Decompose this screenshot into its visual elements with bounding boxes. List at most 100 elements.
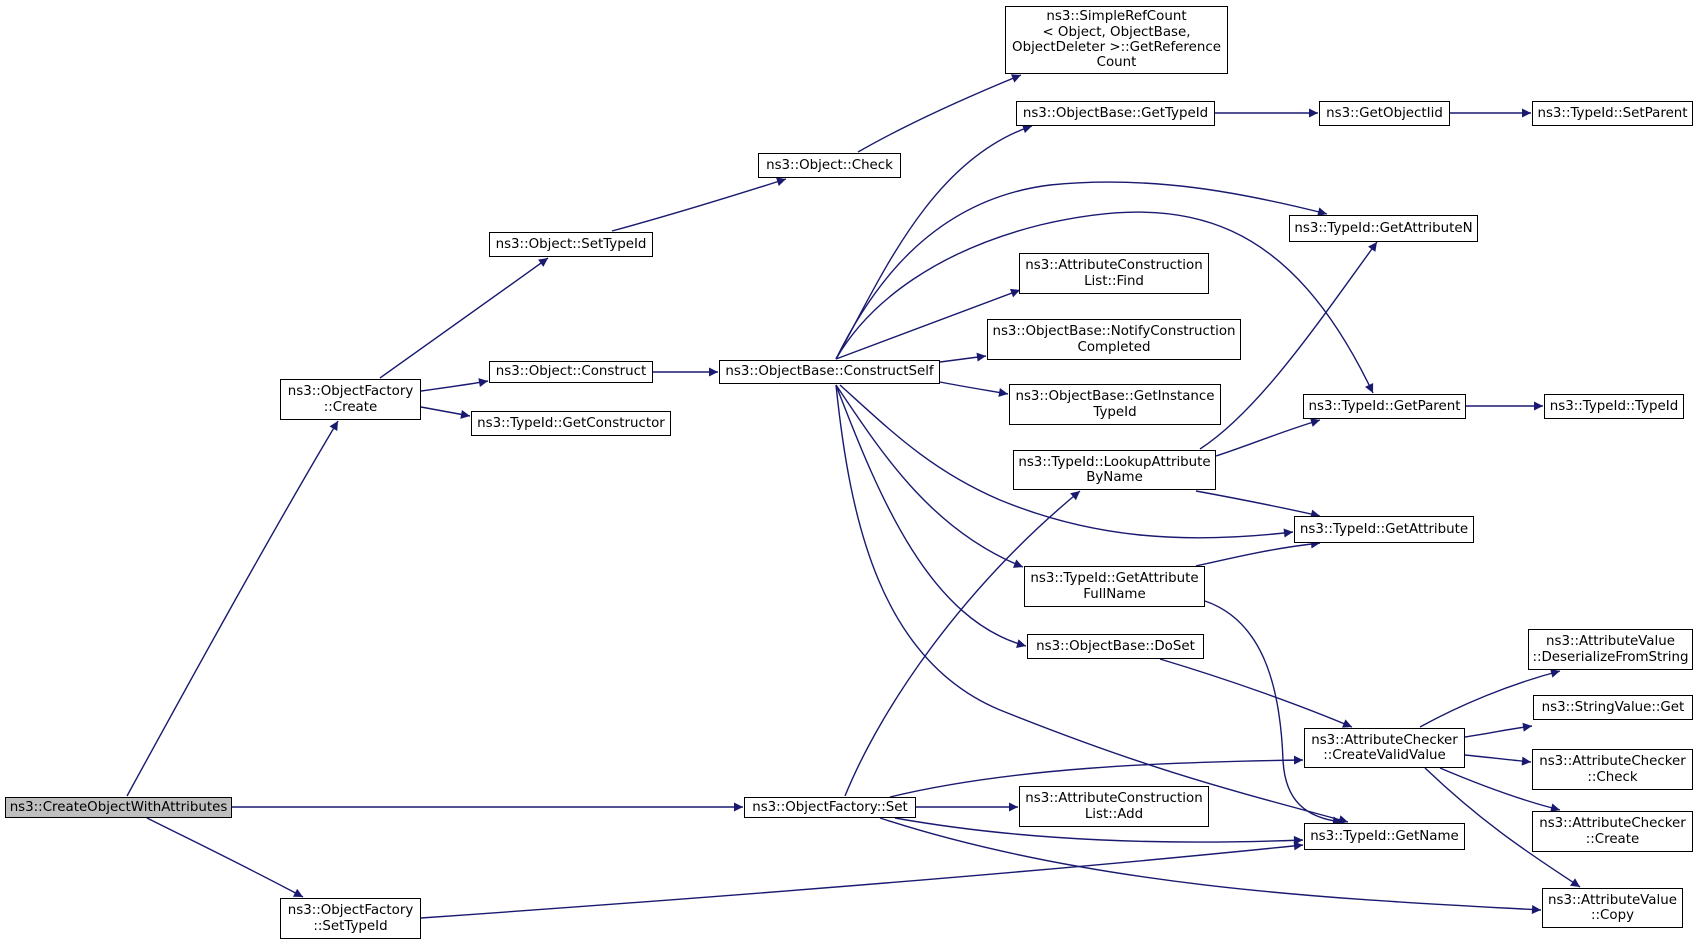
node-label-line: ns3::AttributeChecker — [1311, 732, 1458, 748]
edge-type-id-get-attribute-full-name-to-type-id-get-attribute — [1195, 539, 1321, 567]
edge-attribute-checker-create-valid-value-to-attribute-value-deserialize-from-string — [1419, 668, 1561, 728]
node-label-line: ::SetTypeId — [313, 918, 388, 934]
node-label-line: ::CreateValidValue — [1323, 748, 1446, 763]
node-label-line: ns3::TypeId::GetAttribute — [1299, 521, 1469, 537]
node-object-factory-set[interactable]: ns3::ObjectFactory::Set — [744, 797, 916, 818]
edge-attribute-checker-create-valid-value-to-attribute-checker-create — [1439, 767, 1561, 813]
node-object-factory-set-type-id[interactable]: ns3::ObjectFactory::SetTypeId — [280, 898, 421, 939]
node-label-line: ns3::TypeId::LookupAttribute — [1018, 454, 1211, 470]
node-label-line: ns3::TypeId::TypeId — [1549, 398, 1679, 414]
node-label-line: ns3::ObjectFactory — [287, 384, 414, 400]
node-label-line: ObjectDeleter >::GetReference — [1012, 40, 1221, 55]
node-label-line: ns3::CreateObjectWithAttributes — [9, 799, 228, 815]
node-attribute-checker-create[interactable]: ns3::AttributeChecker::Create — [1532, 811, 1693, 852]
node-attribute-value-copy[interactable]: ns3::AttributeValue::Copy — [1542, 888, 1683, 928]
edge-object-factory-create-to-object-set-type-id — [379, 257, 549, 379]
edge-object-base-construct-self-to-type-id-get-name — [835, 384, 1349, 824]
node-simple-ref-count-get-reference-count[interactable]: ns3::SimpleRefCount< Object, ObjectBase,… — [1005, 6, 1228, 74]
node-label-line: ::Create — [323, 399, 378, 415]
node-label-line: < Object, ObjectBase, — [1042, 24, 1191, 40]
node-type-id-get-attribute[interactable]: ns3::TypeId::GetAttribute — [1294, 516, 1474, 543]
node-label-line: ns3::ObjectFactory::Set — [752, 799, 908, 815]
edge-attribute-checker-create-valid-value-to-attribute-checker-check — [1464, 754, 1532, 766]
node-type-id-type-id[interactable]: ns3::TypeId::TypeId — [1544, 394, 1684, 419]
edge-object-factory-create-to-object-construct — [420, 378, 489, 392]
edge-object-base-construct-self-to-type-id-get-attribute — [839, 384, 1294, 539]
edge-attribute-checker-create-valid-value-to-string-value-get — [1464, 722, 1533, 738]
node-type-id-get-attribute-n[interactable]: ns3::TypeId::GetAttributeN — [1289, 215, 1478, 242]
node-label-line: ns3::ObjectBase::NotifyConstruction — [992, 324, 1236, 340]
edge-type-id-lookup-attribute-by-name-to-type-id-get-parent — [1215, 418, 1321, 457]
node-object-base-construct-self[interactable]: ns3::ObjectBase::ConstructSelf — [719, 360, 940, 384]
edge-object-factory-set-to-type-id-get-name — [894, 817, 1304, 845]
edge-object-factory-create-to-type-id-get-constructor — [420, 406, 471, 419]
node-object-check[interactable]: ns3::Object::Check — [758, 153, 901, 178]
node-label-line: ns3::TypeId::GetAttributeN — [1294, 220, 1473, 236]
edge-object-base-construct-self-to-object-base-notify-construction-completed — [939, 352, 987, 363]
node-label-line: ns3::TypeId::SetParent — [1537, 105, 1688, 121]
node-get-object-iid[interactable]: ns3::GetObjectIid — [1319, 101, 1450, 126]
node-object-factory-create[interactable]: ns3::ObjectFactory::Create — [280, 379, 421, 420]
node-label-line: ns3::TypeId::GetName — [1310, 828, 1459, 844]
node-attribute-checker-check[interactable]: ns3::AttributeChecker::Check — [1532, 749, 1693, 790]
node-label-line: ::DeserializeFromString — [1532, 649, 1689, 665]
node-label-line: ns3::GetObjectIid — [1326, 105, 1443, 121]
node-attribute-value-deserialize-from-string[interactable]: ns3::AttributeValue::DeserializeFromStri… — [1528, 629, 1693, 670]
node-label-line: ns3::AttributeChecker — [1539, 754, 1686, 770]
node-label-line: ns3::TypeId::GetParent — [1308, 398, 1461, 414]
node-type-id-set-parent[interactable]: ns3::TypeId::SetParent — [1532, 101, 1693, 126]
node-string-value-get[interactable]: ns3::StringValue::Get — [1533, 695, 1693, 720]
edge-object-base-construct-self-to-type-id-get-parent — [835, 211, 1374, 394]
node-label-line: Count — [1096, 55, 1137, 71]
node-type-id-get-parent[interactable]: ns3::TypeId::GetParent — [1303, 394, 1466, 419]
edge-object-base-do-set-to-attribute-checker-create-valid-value — [1159, 658, 1353, 728]
edge-attribute-checker-create-valid-value-to-attribute-value-copy — [1424, 767, 1581, 888]
node-label-line: ns3::Object::SetTypeId — [495, 236, 647, 252]
edge-type-id-lookup-attribute-by-name-to-type-id-get-attribute-n — [1199, 241, 1378, 450]
node-type-id-get-constructor[interactable]: ns3::TypeId::GetConstructor — [471, 411, 671, 436]
node-label-line: ns3::AttributeConstruction — [1025, 258, 1203, 274]
node-label-line: ns3::SimpleRefCount — [1046, 9, 1187, 25]
node-label-line: ns3::ObjectFactory — [287, 903, 414, 919]
node-label-line: ns3::TypeId::GetAttribute — [1030, 571, 1199, 587]
edge-object-factory-set-to-attribute-value-copy — [879, 817, 1542, 914]
node-label-line: ::Copy — [1591, 908, 1634, 923]
node-object-construct[interactable]: ns3::Object::Construct — [489, 361, 653, 383]
node-label-line: ::Check — [1587, 769, 1638, 785]
edge-object-base-construct-self-to-object-base-do-set — [835, 384, 1027, 648]
edge-object-factory-set-to-type-id-lookup-attribute-by-name — [844, 490, 1081, 797]
edge-type-id-lookup-attribute-by-name-to-type-id-get-attribute — [1195, 490, 1321, 519]
node-label-line: ns3::ObjectBase::GetInstance — [1015, 389, 1215, 405]
node-label-line: ns3::Object::Check — [766, 157, 893, 173]
node-type-id-get-name[interactable]: ns3::TypeId::GetName — [1304, 823, 1465, 850]
edge-create-object-with-attributes-to-object-factory-set-type-id — [146, 817, 304, 898]
edges — [126, 74, 1581, 919]
edge-object-set-type-id-to-object-check — [611, 177, 787, 232]
node-object-base-do-set[interactable]: ns3::ObjectBase::DoSet — [1027, 634, 1204, 659]
edge-object-base-construct-self-to-type-id-get-attribute-full-name — [835, 384, 1024, 568]
node-label-line: ns3::ObjectBase::ConstructSelf — [725, 364, 934, 380]
node-label-line: TypeId — [1093, 404, 1137, 420]
node-label-line: ns3::StringValue::Get — [1541, 699, 1685, 715]
node-label-line: ns3::AttributeChecker — [1539, 816, 1686, 832]
node-object-base-get-type-id[interactable]: ns3::ObjectBase::GetTypeId — [1016, 101, 1215, 126]
node-attribute-checker-create-valid-value[interactable]: ns3::AttributeChecker::CreateValidValue — [1304, 728, 1465, 768]
node-label-line: ns3::AttributeValue — [1546, 634, 1675, 650]
node-label-line: ns3::ObjectBase::GetTypeId — [1022, 105, 1209, 121]
node-label-line: ns3::Object::Construct — [495, 364, 647, 380]
edge-type-id-get-attribute-full-name-to-type-id-get-name — [1204, 600, 1343, 826]
node-create-object-with-attributes[interactable]: ns3::CreateObjectWithAttributes — [5, 797, 232, 818]
edge-create-object-with-attributes-to-object-factory-create — [126, 420, 339, 797]
node-label-line: ns3::AttributeValue — [1548, 892, 1677, 908]
node-object-set-type-id[interactable]: ns3::Object::SetTypeId — [489, 232, 653, 257]
node-label-line: List::Add — [1084, 806, 1144, 822]
node-label-line: ns3::TypeId::GetConstructor — [477, 415, 665, 431]
node-label-line: ns3::AttributeConstruction — [1025, 791, 1203, 807]
